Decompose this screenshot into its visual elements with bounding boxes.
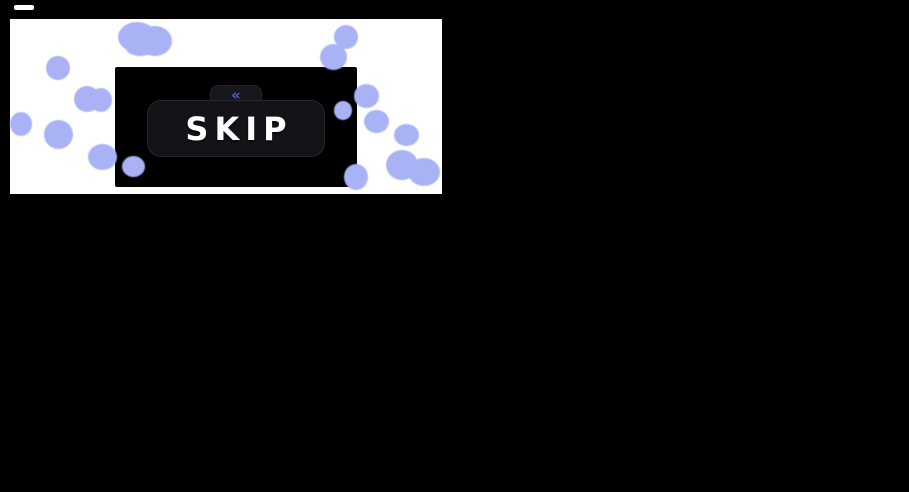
skip-panel: « SKIP xyxy=(115,67,357,187)
double-chevron-left-icon: « xyxy=(231,85,241,104)
white-mark xyxy=(14,5,34,10)
skip-button[interactable]: SKIP xyxy=(147,100,325,157)
white-card: « SKIP xyxy=(10,19,442,194)
skip-button-label: SKIP xyxy=(185,109,293,148)
